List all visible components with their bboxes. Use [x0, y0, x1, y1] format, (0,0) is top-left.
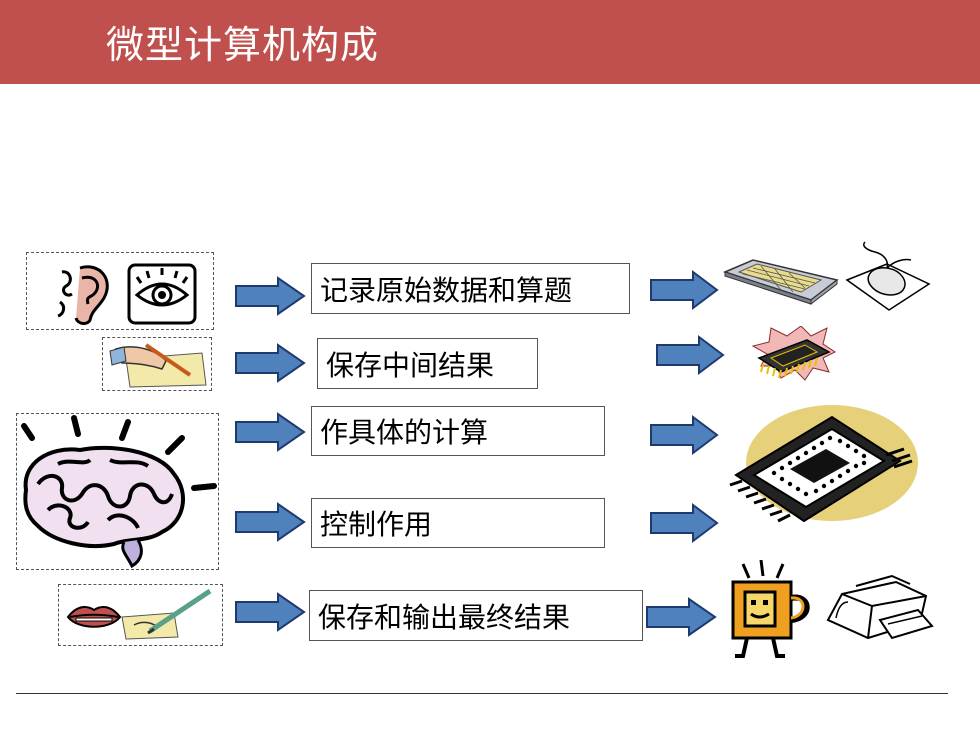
keyboard-icon	[722, 259, 839, 306]
arrow-row5-left	[235, 592, 306, 632]
monitor-character-icon	[731, 560, 810, 658]
pen-paper-icon	[121, 588, 212, 640]
footer-divider	[16, 693, 948, 694]
cpu-chip-icon	[729, 405, 918, 523]
row5-label-box: 保存和输出最终结果	[309, 590, 643, 641]
lips-icon	[66, 606, 122, 628]
arrow-row2-left	[235, 343, 306, 383]
eye-icon	[127, 263, 197, 325]
brain-icon	[21, 415, 217, 569]
row4-label-box: 控制作用	[311, 498, 605, 548]
output-group	[58, 584, 223, 646]
memory-chip-icon	[751, 326, 836, 381]
ear-icon	[57, 265, 109, 325]
mouse-icon	[845, 241, 931, 311]
row2-label-box: 保存中间结果	[317, 338, 538, 389]
printer-icon	[826, 574, 934, 640]
title-bar	[0, 0, 980, 84]
brain-group	[16, 413, 219, 570]
row3-label-box: 作具体的计算	[311, 406, 605, 456]
slide-title: 微型计算机构成	[106, 23, 380, 67]
arrow-row4-right	[650, 503, 719, 543]
senses-group	[26, 252, 214, 330]
arrow-row5-right	[646, 597, 717, 637]
hand-writing-icon	[109, 343, 207, 388]
arrow-row2-right	[656, 335, 725, 375]
row1-label-box: 记录原始数据和算题	[311, 263, 630, 314]
arrow-row4-left	[235, 502, 306, 542]
arrow-row3-right	[650, 415, 719, 455]
arrow-row3-left	[235, 412, 306, 452]
writing-group	[102, 337, 212, 391]
arrow-row1-left	[235, 276, 306, 316]
arrow-row1-right	[650, 270, 719, 310]
